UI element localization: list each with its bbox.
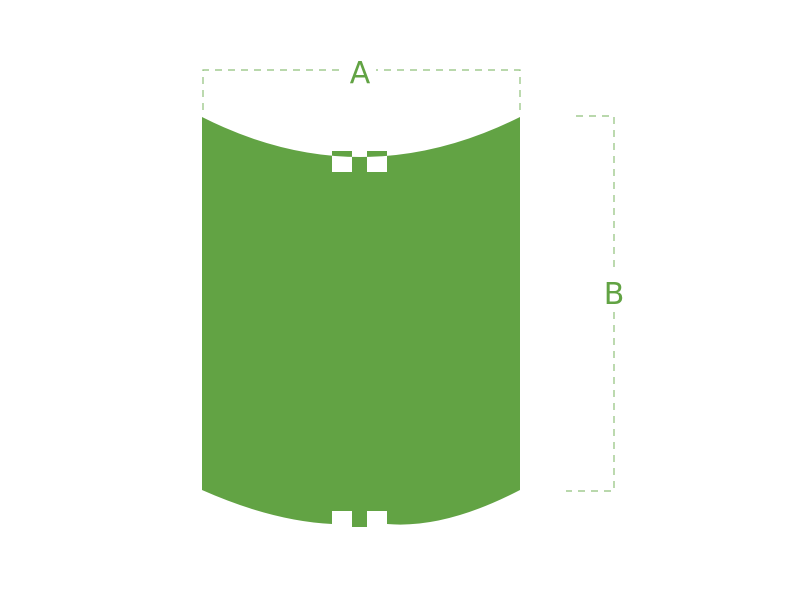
dimension-b-label-backdrop: [598, 272, 630, 312]
dimension-a-label: A: [350, 56, 371, 91]
curved-panel-shape: [202, 117, 520, 527]
dimension-a-label-backdrop: [344, 56, 376, 86]
dimension-b-label: B: [604, 277, 625, 312]
